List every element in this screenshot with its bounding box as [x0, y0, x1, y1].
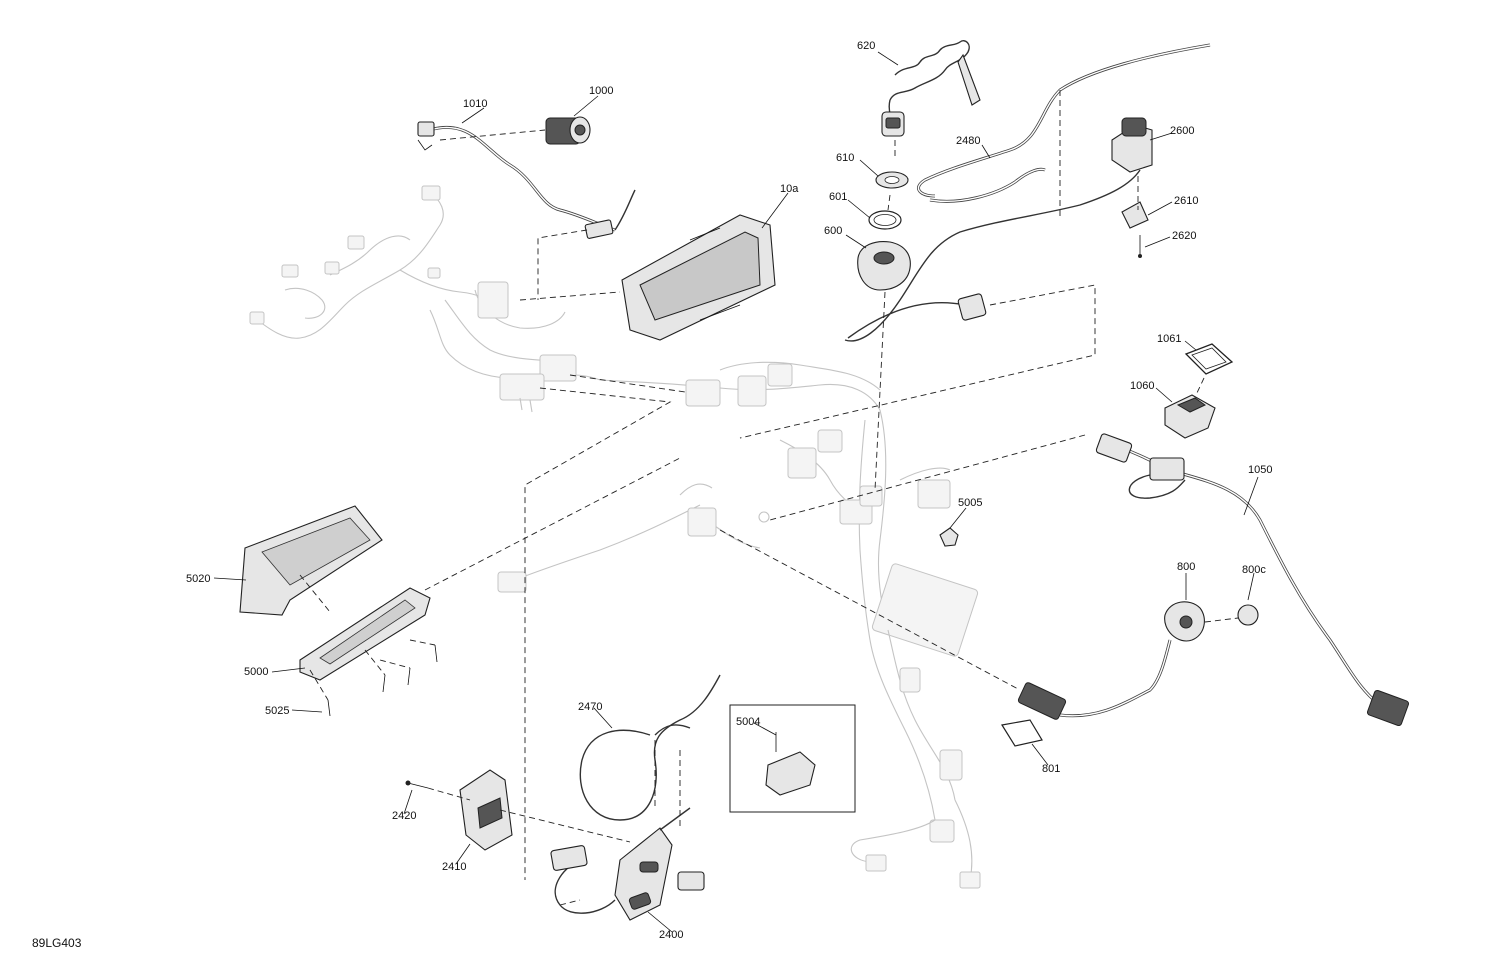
callout-801: 801: [1042, 763, 1060, 775]
diagram-code: 89LG403: [32, 936, 82, 950]
part-800c-cap: [1237, 604, 1259, 626]
part-5020-cover: [239, 505, 383, 616]
part-601-ring: [868, 210, 902, 230]
part-800-socket: [1164, 601, 1205, 642]
part-1000-switch: [545, 116, 591, 145]
leader-lines: [213, 51, 1259, 933]
part-2610-bracket: [1121, 201, 1149, 229]
callout-1000: 1000: [589, 85, 613, 97]
callout-2480: 2480: [956, 135, 980, 147]
part-5005-nut: [939, 527, 959, 547]
callout-1061: 1061: [1157, 333, 1181, 345]
callout-800: 800: [1177, 561, 1195, 573]
assembly-dashed-lines: [299, 90, 1239, 906]
callout-2600: 2600: [1170, 125, 1194, 137]
part-2600-socket: [844, 117, 1153, 342]
callout-2420: 2420: [392, 810, 416, 822]
callout-5025: 5025: [265, 705, 289, 717]
part-610-nut: [875, 171, 909, 189]
part-2400-control-pad: [550, 807, 705, 921]
callout-2620: 2620: [1172, 230, 1196, 242]
part-2470-cable: [579, 674, 721, 821]
part-10a-display-cluster: [621, 214, 776, 341]
part-801-gasket: [1001, 719, 1043, 747]
callout-601: 601: [829, 191, 847, 203]
callout-610: 610: [836, 152, 854, 164]
part-2420-screw: [405, 780, 429, 789]
part-620-lanyard: [881, 40, 981, 137]
part-2480-wire: [917, 43, 1211, 203]
main-wiring-harness-ghost: [249, 185, 981, 889]
callout-600: 600: [824, 225, 842, 237]
part-1060-switch: [1164, 394, 1216, 439]
part-1061-bezel: [1184, 343, 1234, 375]
part-1050-harness: [1095, 433, 1410, 727]
callout-labels: 620 1010 1000 2480 2600 610 10a 601 2610…: [186, 40, 1272, 941]
callout-2470: 2470: [578, 701, 602, 713]
callout-2400: 2400: [659, 929, 683, 941]
part-800-wire: [1017, 639, 1172, 720]
callout-1010: 1010: [463, 98, 487, 110]
callout-5005: 5005: [958, 497, 982, 509]
callout-2410: 2410: [442, 861, 466, 873]
callout-5020: 5020: [186, 573, 210, 585]
part-2410-bracket: [459, 769, 513, 851]
callout-620: 620: [857, 40, 875, 52]
part-600-switch: [857, 241, 911, 291]
part-5000-module: [299, 587, 431, 681]
callout-5000: 5000: [244, 666, 268, 678]
callout-1060: 1060: [1130, 380, 1154, 392]
part-1010-harness: [417, 121, 636, 239]
callout-10a: 10a: [780, 183, 799, 195]
callout-1050: 1050: [1248, 464, 1272, 476]
callout-800c: 800c: [1242, 564, 1266, 576]
callout-5004: 5004: [736, 716, 760, 728]
part-5004-inset: [729, 704, 856, 813]
callout-2610: 2610: [1174, 195, 1198, 207]
part-2620-screw: [1138, 235, 1142, 258]
part-connector-2600-lead: [847, 293, 987, 339]
part-5000-screws: [327, 644, 438, 717]
